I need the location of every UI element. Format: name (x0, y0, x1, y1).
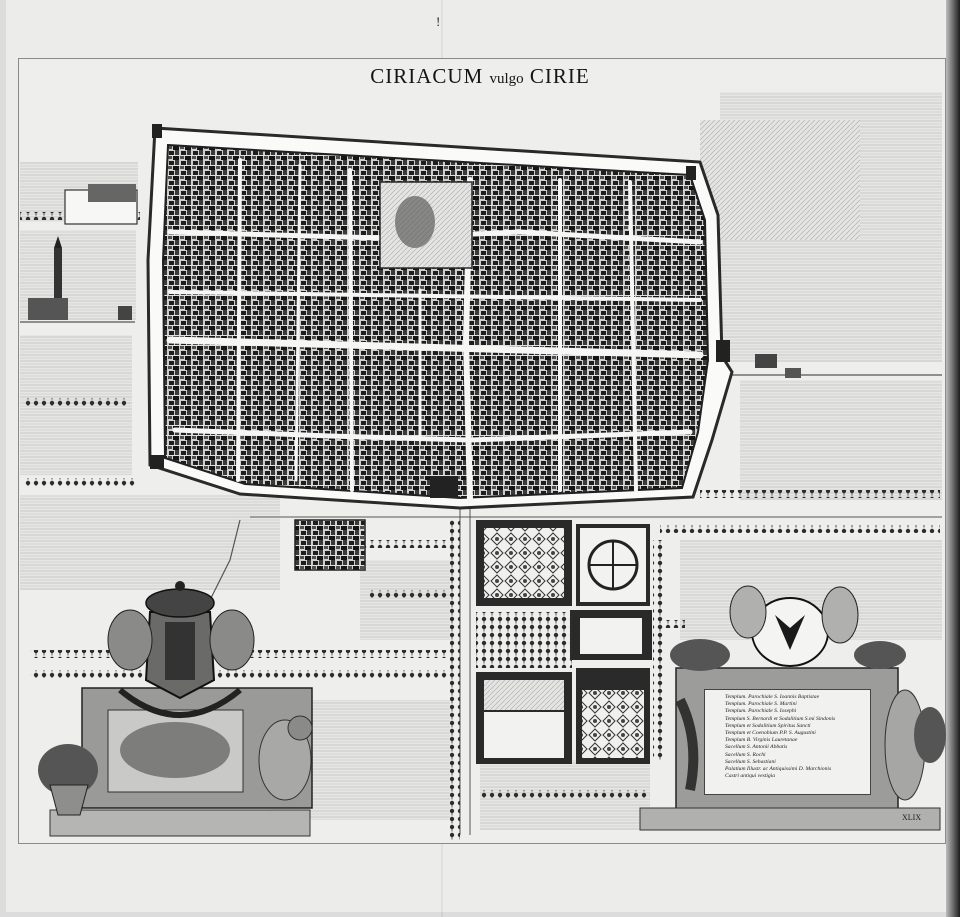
legend-item: Templum. Parochiale S. Martini (725, 701, 866, 708)
coat-of-arms-cartouche (38, 581, 313, 837)
legend-item: Sacellum S. Antonii Abbatis (725, 744, 866, 751)
legend-item: Castri antiqui vestigia (725, 773, 866, 780)
legend-item: Templum. Parochiale S. Ioannis Baptistae (725, 694, 866, 701)
legend-item: Sacellum S. Sebastiani (725, 759, 866, 766)
legend-item: Templum S. Bernardi et Sodalitium S.mi S… (725, 716, 866, 723)
plate-number: XLIX (902, 813, 922, 822)
folio-mark: ! (436, 14, 441, 29)
title-name: CIRIE (529, 64, 590, 88)
formal-gardens (476, 520, 652, 764)
legend-item: Templum. Parochiale S. Iosephi (725, 708, 866, 715)
walled-town (146, 124, 734, 510)
title-main: CIRIACUM (370, 64, 484, 88)
book-spine-shadow (946, 0, 960, 917)
legend-list: Templum. Parochiale S. Ioannis Baptistae… (705, 690, 870, 780)
map-title: CIRIACUM vulgo CIRIE (0, 64, 960, 89)
legend-item: Templum et Sodalitium Spiritus Sancti (725, 723, 866, 730)
legend-panel: Templum. Parochiale S. Ioannis Baptistae… (704, 689, 871, 795)
legend-item: Templum et Coenobium P.P. S. Augustini (725, 730, 866, 737)
fields (20, 92, 942, 830)
legend-item: Sacellum S. Rochi (725, 752, 866, 759)
legend-item: Templum B. Virginis Lauretanae (725, 737, 866, 744)
legend-item: Palatium Illustr. ac Antiquissimi D. Mar… (725, 766, 866, 773)
title-vulgo: vulgo (489, 71, 524, 87)
outlying-buildings (28, 184, 801, 571)
